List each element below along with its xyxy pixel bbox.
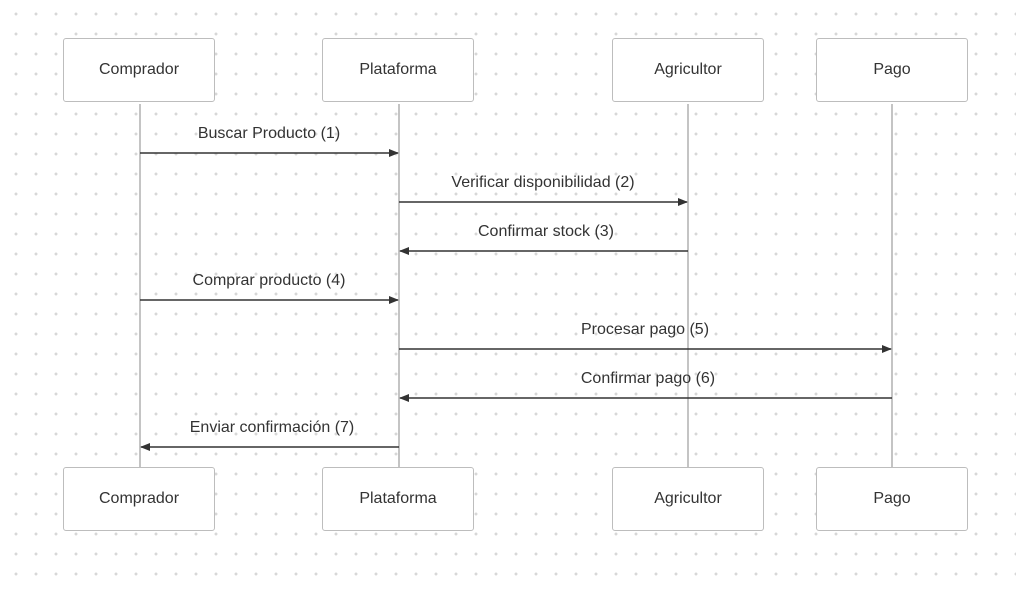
message-label-2: Verificar disponibilidad (2) <box>451 174 635 191</box>
participant-pago-bottom[interactable]: Pago <box>816 467 968 531</box>
participant-plataforma-bottom[interactable]: Plataforma <box>322 467 474 531</box>
participant-label: Agricultor <box>654 61 722 78</box>
lifeline-plataforma <box>398 104 400 467</box>
participant-comprador-top[interactable]: Comprador <box>63 38 215 102</box>
message-label-7: Enviar confirmación (7) <box>189 419 355 436</box>
lifeline-comprador <box>139 104 141 467</box>
participant-agricultor-bottom[interactable]: Agricultor <box>612 467 764 531</box>
participant-plataforma-top[interactable]: Plataforma <box>322 38 474 102</box>
message-label-5: Procesar pago (5) <box>580 321 710 338</box>
participant-label: Comprador <box>98 490 180 507</box>
message-label-3: Confirmar stock (3) <box>477 223 615 240</box>
participant-pago-top[interactable]: Pago <box>816 38 968 102</box>
participant-label: Agricultor <box>654 490 722 507</box>
participant-comprador-bottom[interactable]: Comprador <box>63 467 215 531</box>
message-label-6: Confirmar pago (6) <box>580 370 716 387</box>
participant-label: Pago <box>873 61 911 78</box>
participant-label: Plataforma <box>359 490 437 507</box>
lifeline-pago <box>891 104 893 467</box>
participant-label: Plataforma <box>359 61 437 78</box>
message-label-1: Buscar Producto (1) <box>197 125 341 142</box>
participant-label: Comprador <box>98 61 180 78</box>
participant-label: Pago <box>873 490 911 507</box>
message-label-4: Comprar producto (4) <box>192 272 346 289</box>
participant-agricultor-top[interactable]: Agricultor <box>612 38 764 102</box>
lifeline-agricultor <box>687 104 689 467</box>
